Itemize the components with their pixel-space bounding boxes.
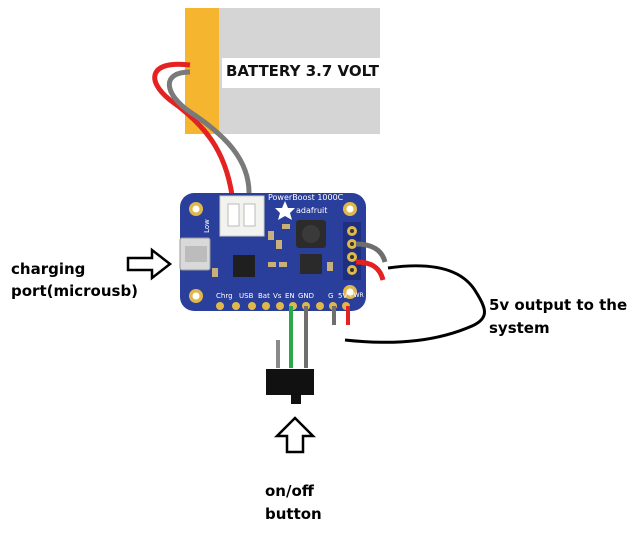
- output-bracket-line: [344, 264, 486, 344]
- usb-arrow-icon: [126, 247, 173, 281]
- battery-wire-gray: [166, 69, 252, 196]
- battery-label-background: [222, 58, 380, 88]
- pin-label-usb: USB: [239, 292, 254, 300]
- adafruit-logo-icon: [275, 201, 295, 220]
- output-label-line1: 5v output to the: [489, 296, 628, 314]
- jst-connector: [219, 195, 265, 237]
- pin-label-g: G: [328, 292, 334, 300]
- pin-label-vs: Vs: [273, 292, 282, 300]
- output-wire-gray-right: [355, 241, 388, 263]
- pin-label-pwr: PWR: [350, 292, 364, 299]
- pin-label-5v: 5V: [338, 292, 348, 300]
- output-label-line2: system: [489, 319, 550, 337]
- charging-port-label-line2: port(microusb): [11, 282, 139, 300]
- switch-knob: [291, 394, 301, 404]
- on-off-switch: [266, 369, 314, 395]
- boost-chip: [300, 254, 322, 274]
- charging-port-label-line1: charging: [11, 260, 86, 278]
- switch-label-line2: button: [265, 505, 322, 523]
- output-wire-red-right: [355, 259, 386, 281]
- pin-label-chrg: Chrg: [216, 292, 233, 300]
- board-name: PowerBoost 1000C: [268, 193, 344, 202]
- switch-label-line1: on/off: [265, 482, 314, 500]
- board-low-label: Low: [202, 219, 211, 233]
- battery-label: BATTERY 3.7 VOLT: [226, 62, 379, 80]
- switch-arrow-icon: [273, 416, 317, 454]
- battery-wire-red: [152, 61, 235, 196]
- pin-label-bat: Bat: [258, 292, 270, 300]
- pin-label-gnd: GND: [298, 292, 315, 300]
- bottom-header-pins: [216, 302, 350, 310]
- board-brand: adafruit: [296, 206, 328, 215]
- charger-chip: [233, 255, 255, 277]
- pin-label-en: EN: [285, 292, 295, 300]
- output-header: [343, 222, 361, 280]
